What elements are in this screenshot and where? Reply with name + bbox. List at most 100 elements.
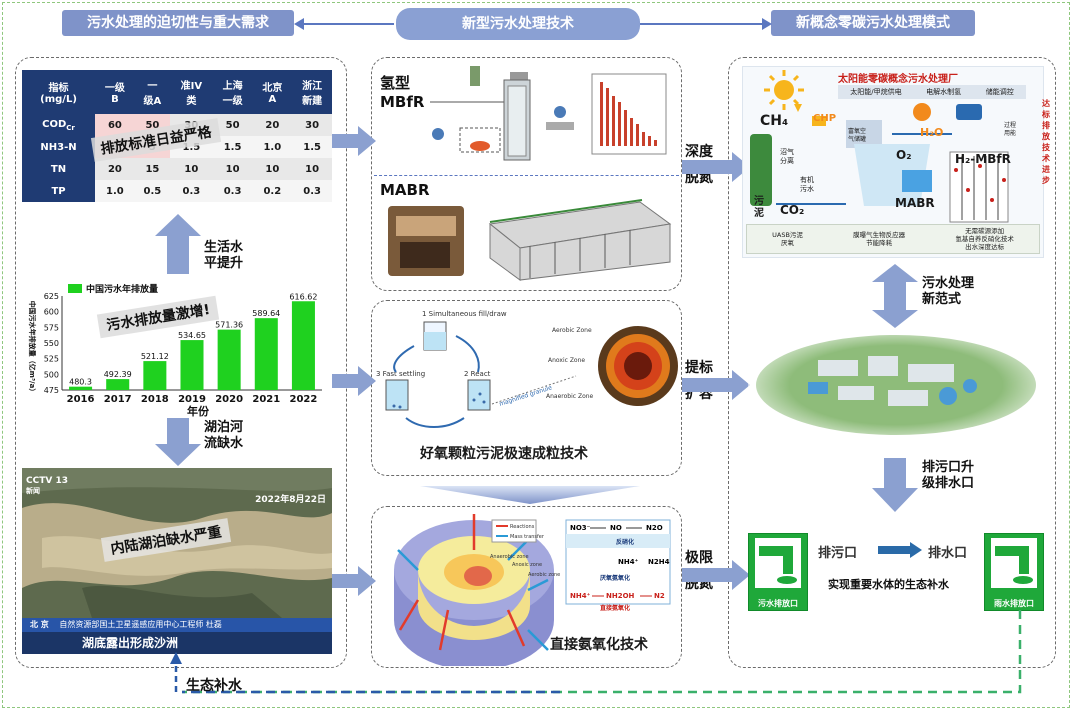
rain-pipe-icon <box>991 538 1037 588</box>
zc-h2o: H₂O <box>920 126 944 139</box>
header-urgency: 污水处理的迫切性与重大需求 <box>62 10 294 36</box>
header-new-tech: 新型污水处理技术 <box>396 8 640 40</box>
bar-value-label: 589.64 <box>252 309 280 318</box>
scheme-nh4-bottom: NH4⁺ <box>570 592 591 600</box>
table-cell: 60 <box>95 114 135 136</box>
bar-value-label: 480.3 <box>69 378 92 387</box>
bar-value-label: 521.12 <box>141 352 169 361</box>
scheme-no: NO <box>610 524 622 532</box>
table-cell: 1.5 <box>223 141 242 153</box>
x-tick-label: 2022 <box>290 394 318 405</box>
mbfr-title-line1: 氢型 <box>380 74 411 92</box>
table-header-cell: 指标 (mg/L) <box>40 83 77 105</box>
header-zero-carbon: 新概念零碳污水处理模式 <box>771 10 975 36</box>
granule-anaerobic: Anaerobic Zone <box>546 393 594 400</box>
down-arrow-lake <box>155 418 201 466</box>
granule-step-2: 2 React <box>464 370 491 378</box>
scheme-nh2oh: NH2OH <box>606 592 635 600</box>
rain-outfall-label: 雨水排放口 <box>994 599 1034 608</box>
chart-xlabel: 年份 <box>187 404 210 418</box>
zc-bottom-strip: UASB污泥 厌氧 膜曝气生物反应器 节能降耗 无需碳源添加 氢基自养反硝化技术… <box>746 224 1040 254</box>
zc-biogas: 沼气 分离 <box>780 148 794 165</box>
scheme-n2: N2 <box>654 592 665 600</box>
zc-top-h2: 电解水制氢 <box>926 88 962 96</box>
zc-process-diagram <box>750 103 1009 223</box>
cctv-logo-text: CCTV 13 <box>26 476 68 486</box>
zc-top-row: 太阳能/甲烷供电 电解水制氢 储能调控 <box>838 85 1026 99</box>
table-row: TP 1.0 0.5 0.3 0.3 0.2 0.3 <box>22 180 332 202</box>
table-row: TN 20 15 10 10 10 10 <box>22 158 332 180</box>
granule-step-1: 1 Simultaneous fill/draw <box>422 310 507 318</box>
legend-swatch <box>68 284 82 293</box>
table-header-cell: 准IV 类 <box>180 81 203 107</box>
x-tick-label: 2019 <box>178 394 206 405</box>
outfall-caption: 实现重要水体的生态补水 <box>828 578 949 591</box>
table-cell: 30 <box>305 119 320 131</box>
header-arrows <box>294 18 772 30</box>
table-row-label: TP <box>22 180 96 202</box>
granule-diagram: 1 Simultaneous fill/draw 3 Fast settling… <box>376 310 678 428</box>
mbfr-reactor-diagram <box>430 66 667 161</box>
table-cell: 15 <box>145 163 160 175</box>
bar <box>254 318 278 390</box>
panel-granule <box>371 300 682 476</box>
label-lake: 湖泊河 流缺水 <box>204 420 244 451</box>
granule-step-3: 3 Fast settling <box>376 370 425 378</box>
table-cell: 0.2 <box>263 185 282 197</box>
table-row-label: TN <box>22 158 96 180</box>
zc-bottom-1: UASB污泥 厌氧 <box>772 231 803 247</box>
scheme-nh4-mid: NH4⁺ <box>618 558 639 566</box>
scheme-n2h4: N2H4 <box>648 558 670 566</box>
zc-co2: CO₂ <box>780 203 805 217</box>
table-cell: 10 <box>265 163 280 175</box>
label-outfall: 排污口升 级排水口 <box>922 460 975 491</box>
zc-organic: 有机 污水 <box>800 176 814 193</box>
plant-aerial-photo <box>748 330 1044 440</box>
zc-mabr: MABR <box>895 196 935 210</box>
table-header-cell: 一级 B <box>104 83 125 105</box>
zc-ch4: CH₄ <box>760 113 789 129</box>
y-tick-label: 550 <box>44 339 59 348</box>
scheme-direct: 直接氨氧化 <box>600 604 630 612</box>
table-cell: 20 <box>107 163 122 175</box>
rain-outfall-sign: 雨水排放口 <box>984 533 1044 611</box>
scheme-no3-top: NO3⁻ <box>570 524 591 532</box>
y-tick-label: 475 <box>44 386 59 395</box>
scheme-n2o: N2O <box>646 524 663 532</box>
anammox-legend-reactions: Reactions <box>510 524 535 530</box>
zc-bottom-3: 无需碳源添加 氢基自养反硝化技术 出水深度达标 <box>955 227 1014 251</box>
table-header-row: 指标 (mg/L) 一级 B 一 级A 准IV 类 上海 一级 北京 A 浙江 … <box>22 70 332 114</box>
anammox-title: 直接氨氧化技术 <box>550 637 648 653</box>
table-header-cell: 浙江 新建 <box>302 81 323 107</box>
table-cell: 10 <box>184 163 199 175</box>
bar <box>106 379 130 390</box>
anammox-zone-aerobic: Aerobic zone <box>528 572 560 578</box>
mbfr-title-line2: MBfR <box>380 93 425 111</box>
table-cell: 10 <box>305 163 320 175</box>
table-cell: 1.5 <box>182 141 201 153</box>
sewage-outfall-sign: 污水排放口 <box>748 533 808 611</box>
table-header-cell: 北京 A <box>262 83 283 105</box>
x-tick-label: 2017 <box>104 394 132 405</box>
table-cell: 10 <box>225 163 240 175</box>
bar <box>217 329 241 390</box>
sewage-pipe-icon <box>755 538 801 588</box>
x-tick-label: 2021 <box>252 394 280 405</box>
ticker-place: 北 京 <box>30 620 49 629</box>
bar <box>180 340 204 390</box>
scheme-denit: 反硝化 <box>616 538 634 546</box>
label-life-water: 生活水 平提升 <box>204 240 244 271</box>
granule-title: 好氧颗粒污泥极速成粒技术 <box>420 446 588 462</box>
x-tick-label: 2018 <box>141 394 169 405</box>
outfall-text-left: 排污口 <box>818 546 858 561</box>
table-row-label: CODCr <box>22 114 96 136</box>
bar <box>143 361 167 390</box>
bar-value-label: 571.36 <box>215 321 243 330</box>
anammox-diagram: Reactions Mass transfer Anaerobic zone A… <box>394 514 671 666</box>
legend-label: 中国污水年排放量 <box>86 283 158 295</box>
photo-date: 2022年8月22日 <box>255 495 326 505</box>
cctv-logo-sub: 新闻 <box>26 487 40 495</box>
